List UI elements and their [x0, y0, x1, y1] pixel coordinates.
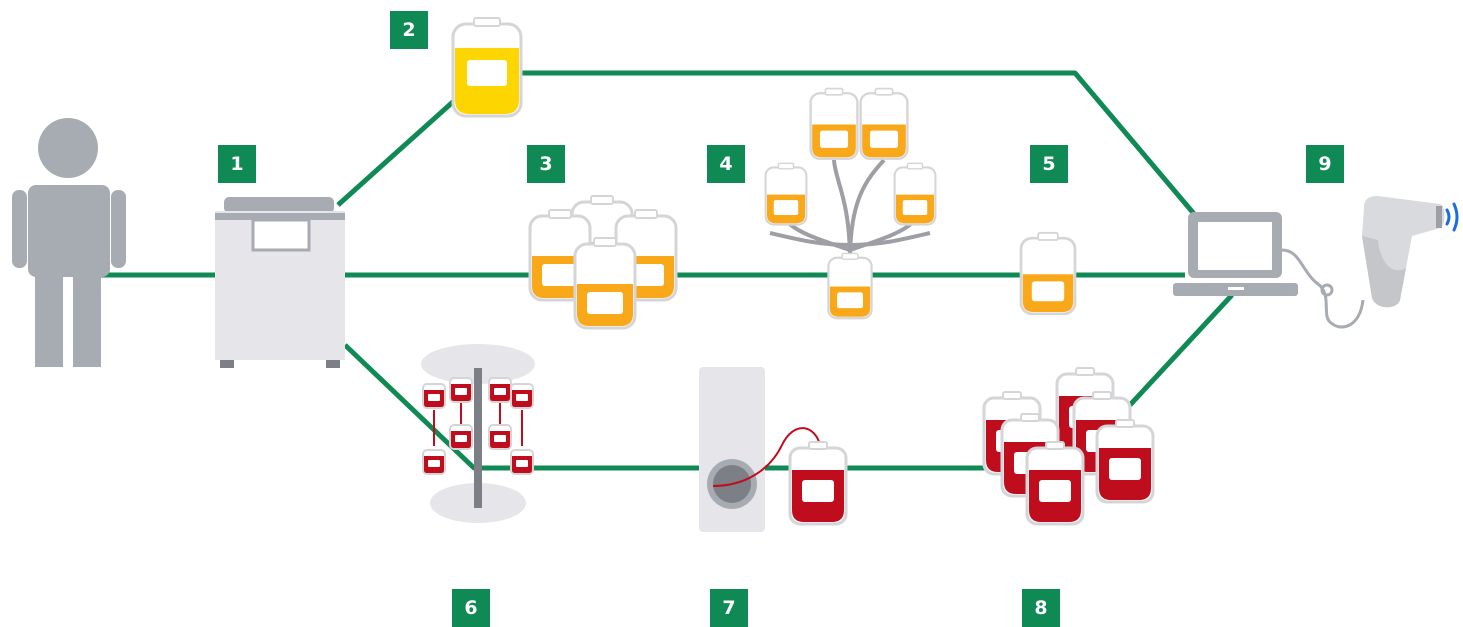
blood-filter-device-icon	[699, 367, 848, 532]
step-badge-4: 4	[707, 145, 745, 183]
red-cell-bag-hanger-icon	[421, 344, 535, 523]
plasma-bag-icon	[451, 17, 523, 118]
platelet-bag-group-icon	[528, 194, 678, 330]
step-badge-3: 3	[527, 145, 565, 183]
step-badge-6: 6	[452, 589, 490, 627]
blood-separation-machine-icon	[215, 197, 345, 368]
step-badge-7: 7	[710, 589, 748, 627]
step-badge-5: 5	[1030, 145, 1068, 183]
platelet-pooling-set-icon	[764, 87, 937, 320]
donor-person-icon	[12, 118, 126, 367]
laptop-and-barcode-scanner-icon	[1173, 196, 1459, 329]
platelet-bag-icon	[1019, 231, 1077, 316]
step-badge-9: 9	[1306, 145, 1344, 183]
red-cell-bag-stack-icon	[982, 366, 1155, 526]
step-badge-1: 1	[218, 145, 256, 183]
step-badge-8: 8	[1022, 589, 1060, 627]
step-badge-2: 2	[390, 11, 428, 49]
